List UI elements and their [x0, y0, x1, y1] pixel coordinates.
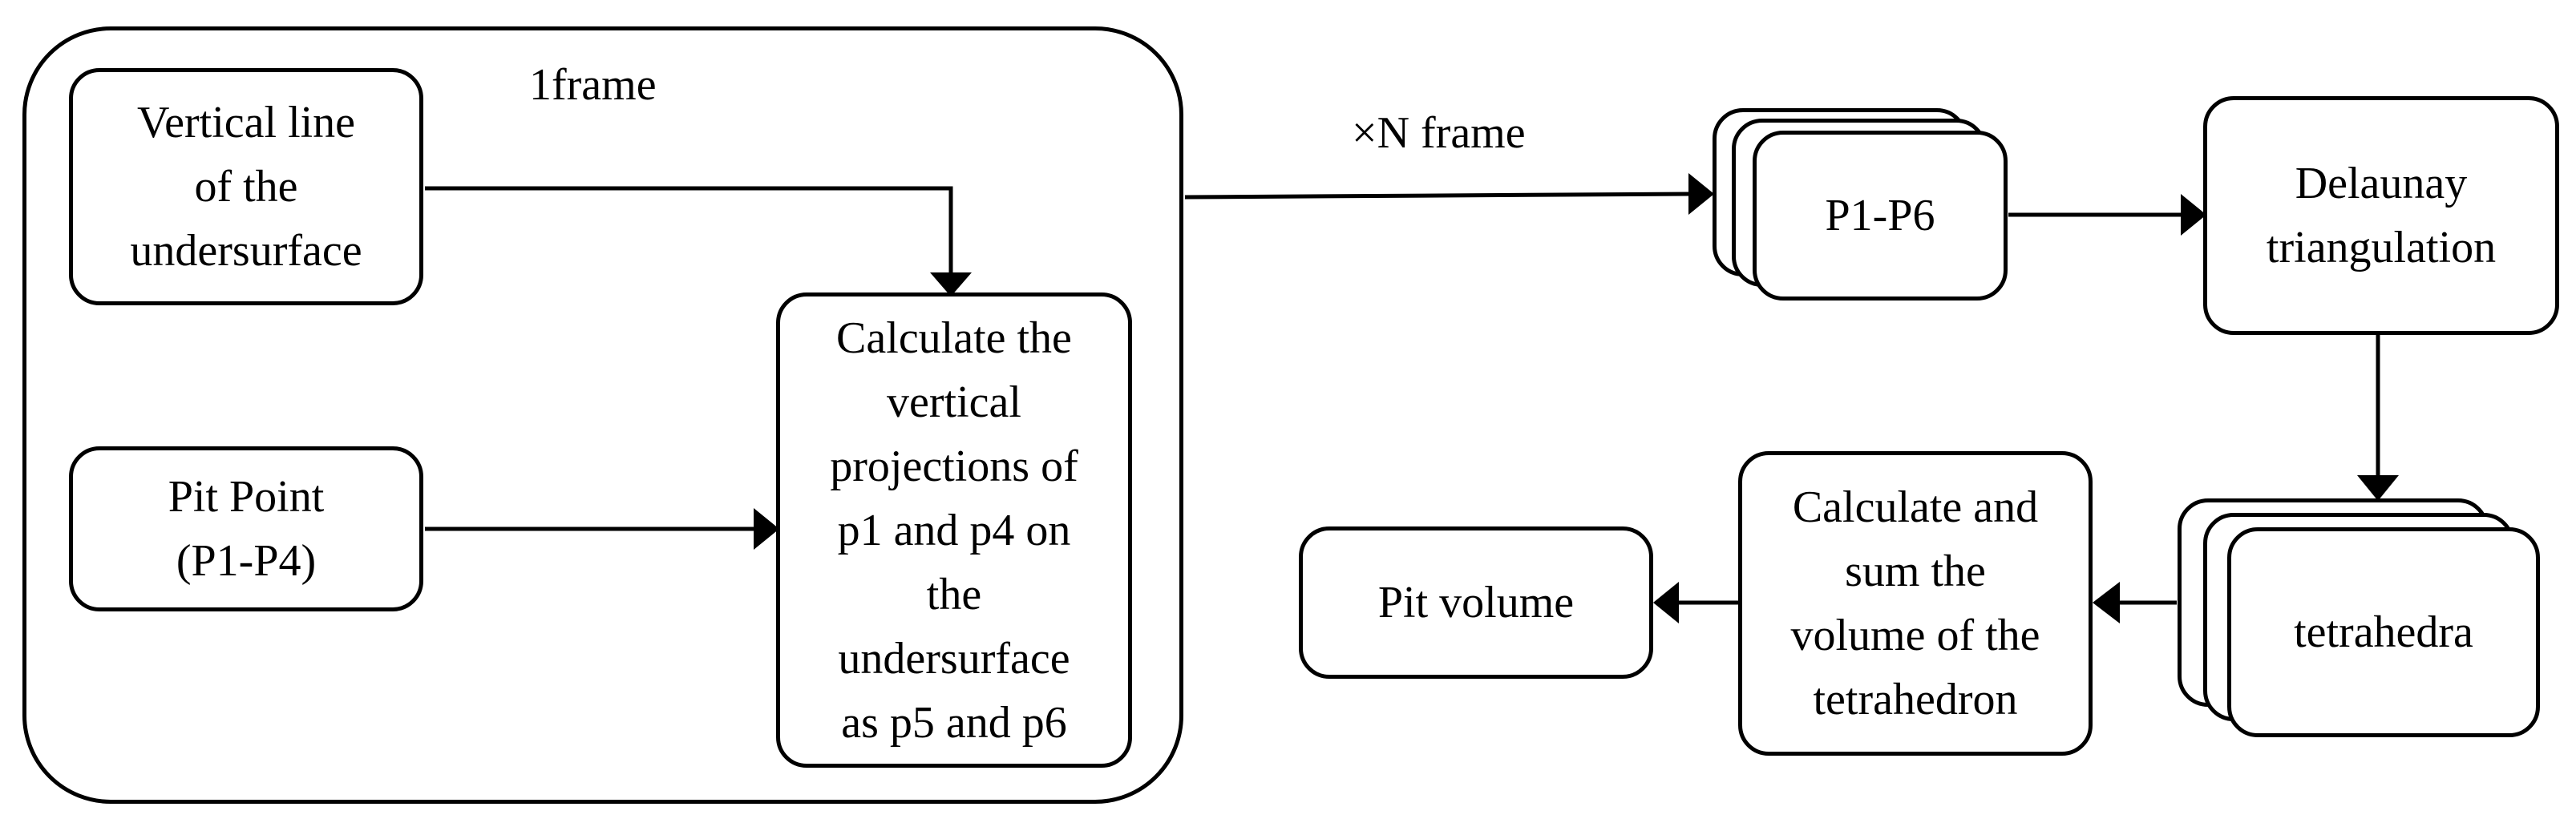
- arrow-vertical-line-to-calculate: [425, 186, 953, 276]
- delaunay-label: Delaunay triangulation: [2266, 159, 2497, 272]
- arrowhead-left-1: [2093, 582, 2120, 623]
- sum-volume-label: Calculate and sum the volume of the tetr…: [1790, 482, 2040, 724]
- sum-volume-box: Calculate and sum the volume of the tetr…: [1738, 451, 2093, 756]
- tetrahedra-box: tetrahedra: [2227, 527, 2540, 737]
- vertical-line-label: Vertical line of the undersurface: [130, 98, 362, 276]
- arrow-frame-to-p1p6: [1184, 192, 1691, 200]
- arrowhead-down-2: [2357, 475, 2399, 501]
- multiplier-label: ×N frame: [1352, 108, 1526, 158]
- arrowhead-right-2: [1688, 173, 1714, 215]
- tetrahedra-label: tetrahedra: [2294, 607, 2473, 657]
- arrowhead-left-2: [1653, 582, 1679, 623]
- pit-volume-box: Pit volume: [1299, 526, 1653, 679]
- arrowhead-down-1: [930, 272, 972, 296]
- pit-point-label: Pit Point (P1-P4): [168, 472, 325, 586]
- p1p6-label: P1-P6: [1825, 191, 1935, 240]
- arrowhead-right-1: [754, 508, 779, 550]
- frame-label: 1frame: [529, 60, 657, 110]
- calculate-projections-label: Calculate the vertical projections of p1…: [830, 313, 1078, 748]
- calculate-projections-box: Calculate the vertical projections of p1…: [776, 292, 1132, 768]
- pit-point-box: Pit Point (P1-P4): [69, 446, 423, 611]
- pit-volume-label: Pit volume: [1377, 578, 1575, 627]
- frame-container: [22, 26, 1183, 804]
- vertical-line-box: Vertical line of the undersurface: [69, 68, 423, 305]
- p1p6-box: P1-P6: [1753, 131, 2008, 301]
- arrowhead-right-3: [2181, 194, 2206, 236]
- delaunay-box: Delaunay triangulation: [2203, 96, 2559, 335]
